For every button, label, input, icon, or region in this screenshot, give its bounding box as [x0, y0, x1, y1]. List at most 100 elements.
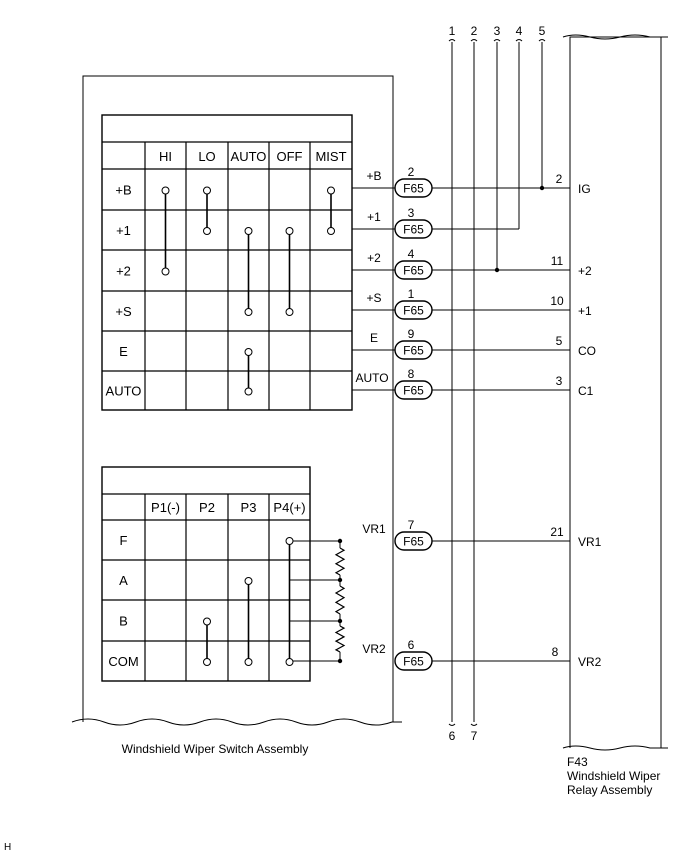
- connector-pin-number: 6: [408, 638, 415, 652]
- connector-pin-number: 3: [408, 206, 415, 220]
- bus-break-mark: [470, 39, 478, 42]
- contact-terminal: [203, 227, 211, 235]
- connector-f65-pill: [394, 178, 433, 198]
- table-1-row-header: AUTO: [106, 384, 142, 399]
- connector-f65-pill: [394, 260, 433, 280]
- relay-terminal-label: IG: [578, 182, 591, 196]
- switch-terminal-label: VR2: [362, 642, 386, 656]
- contact-terminal: [285, 658, 294, 666]
- switch-assembly-outline: [82, 75, 394, 722]
- relay-terminal-label: CO: [578, 344, 596, 358]
- relay-assembly-break-top: [562, 34, 668, 40]
- connector-f65-pill: [394, 340, 433, 360]
- contact-terminal: [327, 186, 335, 195]
- connector-code: F65: [403, 535, 424, 549]
- connector-pin-number: 4: [408, 247, 415, 261]
- junction-dot: [337, 538, 343, 544]
- table-2-column-header: P4(+): [273, 500, 305, 515]
- table-2-row-header: B: [119, 614, 128, 629]
- bus-line-number-top: 2: [471, 24, 478, 38]
- connector-f65-pill: [394, 300, 433, 320]
- connector-code: F65: [403, 344, 424, 358]
- junction-dot: [494, 267, 500, 273]
- table-2-column-header: P2: [199, 500, 215, 515]
- contact-terminal: [161, 267, 170, 276]
- table-2-row-header: F: [120, 533, 128, 548]
- contact-terminal: [244, 348, 253, 356]
- junction-dot: [337, 658, 343, 664]
- relay-pin-number: 21: [550, 525, 564, 539]
- table-1-column-header: OFF: [277, 149, 303, 164]
- switch-terminal-label: +B: [366, 169, 381, 183]
- table-1-row-header: +S: [115, 304, 132, 319]
- contact-terminal: [161, 186, 170, 195]
- relay-terminal-label: +2: [578, 264, 592, 278]
- connector-code: F65: [403, 223, 424, 237]
- corner-mark: H: [4, 842, 11, 852]
- connector-pin-number: 9: [408, 327, 415, 341]
- relay-assembly-code: F43: [567, 755, 588, 769]
- connector-f65-pill: [394, 219, 433, 239]
- table-1-row-header: +B: [115, 183, 131, 198]
- bus-break-mark: [470, 723, 478, 726]
- relay-pin-number: 8: [552, 645, 559, 659]
- relay-terminal-label: C1: [578, 384, 594, 398]
- resistor-symbol: [334, 547, 346, 576]
- relay-assembly-outline: [569, 36, 662, 748]
- connector-code: F65: [403, 264, 424, 278]
- junction-dot: [539, 185, 545, 191]
- switch-terminal-label: AUTO: [355, 371, 388, 385]
- contact-terminal: [285, 308, 294, 316]
- contact-terminal: [203, 658, 211, 666]
- bus-line-number-bottom: 7: [471, 729, 478, 743]
- connector-code: F65: [403, 304, 424, 318]
- connector-f65-pill: [394, 651, 433, 671]
- connector-pin-number: 1: [408, 287, 415, 301]
- relay-assembly-break-bottom: [562, 745, 668, 751]
- relay-pin-number: 3: [556, 374, 563, 388]
- relay-assembly-name: Relay Assembly: [567, 783, 652, 797]
- switch-terminal-label: VR1: [362, 522, 386, 536]
- bus-line-number-top: 1: [449, 24, 456, 38]
- connector-code: F65: [403, 384, 424, 398]
- relay-assembly-name: Windshield Wiper: [567, 769, 660, 783]
- table-2-row-header: A: [119, 573, 128, 588]
- contact-terminal: [285, 537, 294, 545]
- relay-pin-number: 5: [556, 334, 563, 348]
- junction-dot: [337, 577, 343, 583]
- bus-break-mark: [538, 39, 546, 42]
- contact-terminal: [244, 227, 253, 235]
- relay-pin-number: 2: [556, 172, 563, 186]
- contact-terminal: [203, 617, 211, 626]
- bus-line-number-top: 4: [516, 24, 523, 38]
- table-2-column-header: P1(-): [151, 500, 180, 515]
- table-1-row-header: +1: [116, 223, 131, 238]
- bus-break-mark: [448, 723, 456, 726]
- switch-terminal-label: +1: [367, 210, 381, 224]
- contact-terminal: [327, 227, 335, 235]
- table-1-column-header: MIST: [315, 149, 346, 164]
- connector-f65-pill: [394, 380, 433, 400]
- connector-f65-pill: [394, 531, 433, 551]
- bus-line-number-bottom: 6: [449, 729, 456, 743]
- bus-break-mark: [493, 39, 501, 42]
- relay-pin-number: 10: [550, 294, 564, 308]
- table-1-column-header: AUTO: [231, 149, 267, 164]
- bus-break-mark: [448, 39, 456, 42]
- connector-pin-number: 7: [408, 518, 415, 532]
- table-2-row-header: COM: [108, 654, 138, 669]
- relay-pin-number: 11: [551, 254, 564, 268]
- table-1-column-header: LO: [198, 149, 215, 164]
- table-1-row-header: +2: [116, 264, 131, 279]
- resistor-symbol: [334, 625, 346, 653]
- contact-terminal: [244, 577, 253, 585]
- switch-assembly-name: Windshield Wiper Switch Assembly: [122, 742, 309, 756]
- table-1-row-header: E: [119, 344, 128, 359]
- relay-terminal-label: +1: [578, 304, 592, 318]
- connector-code: F65: [403, 655, 424, 669]
- contact-terminal: [244, 308, 253, 316]
- switch-terminal-label: E: [370, 331, 378, 345]
- relay-terminal-label: VR1: [578, 535, 602, 549]
- relay-terminal-label: VR2: [578, 655, 602, 669]
